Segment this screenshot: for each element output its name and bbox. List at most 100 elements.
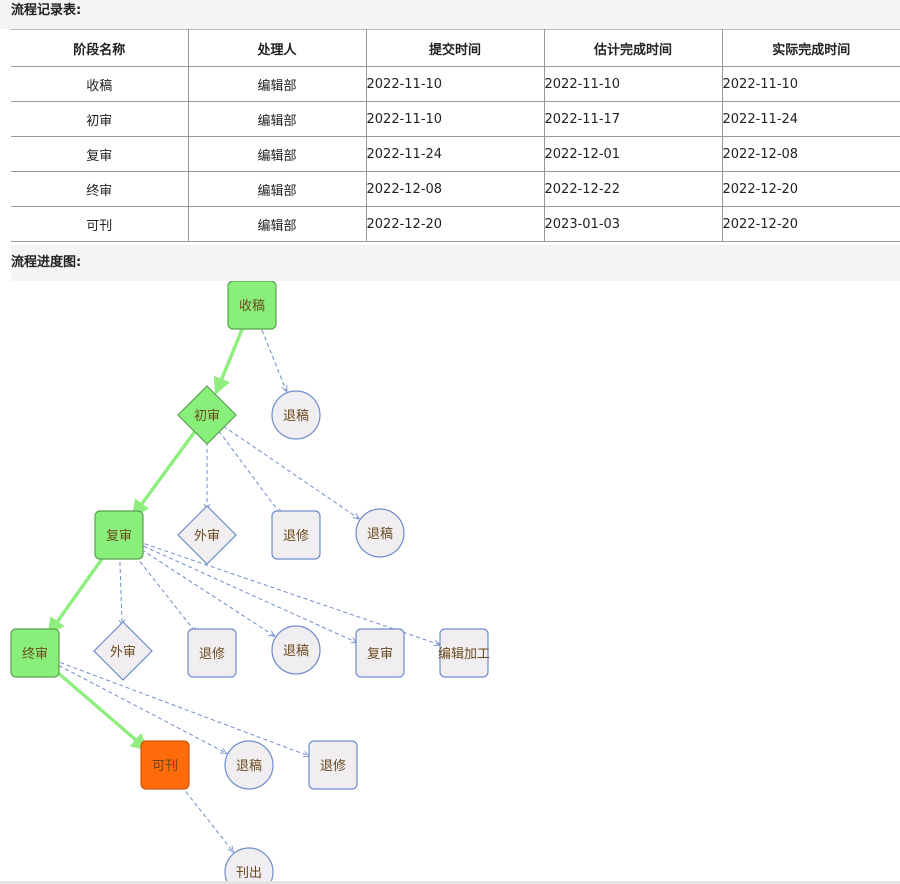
handler-cell: 编辑部 (187, 66, 367, 102)
node-shape (177, 505, 237, 565)
table-row: 终审 编辑部 2022-12-08 2022-12-22 2022-12-20 (11, 171, 900, 207)
optional-flow-edge (137, 542, 357, 644)
flow-node-rounded-rect[interactable]: 终审 (10, 628, 60, 678)
node-label: 外审 (194, 529, 220, 544)
column-header-estimated: 估计完成时间 (543, 29, 723, 67)
estimated-cell: 2022-11-17 (543, 101, 723, 137)
flow-node-rounded-rect[interactable]: 收稿 (227, 281, 277, 330)
table-header-row: 阶段名称 处理人 提交时间 估计完成时间 实际完成时间 (11, 29, 900, 67)
node-label: 可刊 (152, 759, 178, 774)
flow-node-rounded-rect[interactable]: 复审 (94, 510, 144, 560)
node-label: 刊出 (236, 866, 262, 881)
handler-cell: 编辑部 (187, 206, 367, 242)
flow-node-circle[interactable]: 退稿 (271, 625, 321, 675)
node-label: 初审 (194, 409, 220, 424)
active-flow-edge (213, 322, 247, 396)
flow-node-diamond[interactable]: 外审 (93, 621, 153, 681)
flow-node-circle[interactable]: 退稿 (355, 508, 405, 558)
handler-cell: 编辑部 (187, 136, 367, 172)
node-label: 退稿 (283, 408, 309, 424)
submitted-cell: 2022-11-10 (365, 101, 545, 137)
column-header-actual: 实际完成时间 (721, 29, 900, 67)
submitted-cell: 2022-11-24 (365, 136, 545, 172)
optional-flow-edge (52, 661, 227, 753)
stage-cell: 复审 (11, 136, 189, 172)
column-header-stage: 阶段名称 (11, 29, 189, 67)
process-flow-diagram: 收稿退稿初审复审外审退修退稿终审外审退修退稿复审编辑加工可刊退稿退修刊出 (10, 281, 490, 884)
node-shape (439, 628, 489, 678)
stage-cell: 初审 (11, 101, 189, 137)
nodes-layer: 收稿退稿初审复审外审退修退稿终审外审退修退稿复审编辑加工可刊退稿退修刊出 (10, 281, 490, 884)
optional-flow-edge (223, 425, 360, 519)
node-shape (224, 740, 274, 790)
stage-cell: 收稿 (11, 66, 189, 102)
node-label: 终审 (22, 646, 48, 662)
estimated-cell: 2022-12-22 (543, 171, 723, 207)
node-shape (93, 621, 153, 681)
node-label: 退稿 (236, 758, 262, 774)
estimated-cell: 2023-01-03 (543, 206, 723, 242)
node-shape (271, 625, 321, 675)
progress-section-title: 流程进度图: (11, 245, 900, 281)
node-label: 退修 (320, 759, 346, 774)
flow-node-circle[interactable]: 退稿 (271, 390, 321, 440)
flow-node-rounded-rect[interactable]: 退修 (271, 510, 321, 560)
flow-node-diamond[interactable]: 初审 (177, 385, 237, 445)
optional-flow-edge (258, 323, 286, 392)
flow-node-rounded-rect[interactable]: 退修 (308, 740, 358, 790)
stage-cell: 终审 (11, 171, 189, 207)
flow-node-circle[interactable]: 刊出 (224, 847, 274, 884)
stage-cell: 可刊 (11, 206, 189, 242)
handler-cell: 编辑部 (187, 171, 367, 207)
actual-cell: 2022-12-08 (721, 136, 900, 172)
node-label: 退修 (283, 529, 309, 544)
flow-node-circle[interactable]: 退稿 (224, 740, 274, 790)
active-flow-edge (131, 430, 197, 518)
actual-cell: 2022-12-20 (721, 206, 900, 242)
optional-flow-edge (130, 550, 196, 634)
node-label: 复审 (367, 647, 393, 662)
table-row: 初审 编辑部 2022-11-10 2022-11-17 2022-11-24 (11, 101, 900, 137)
bottom-divider (0, 881, 900, 884)
node-label: 退修 (199, 647, 225, 662)
flow-node-rounded-rect[interactable]: 可刊 (140, 740, 190, 790)
node-shape (224, 847, 274, 884)
active-flow-edge (47, 550, 109, 636)
node-shape (187, 628, 237, 678)
node-label: 退稿 (283, 643, 309, 659)
estimated-cell: 2022-12-01 (543, 136, 723, 172)
actual-cell: 2022-12-20 (721, 171, 900, 207)
flow-node-rounded-rect[interactable]: 退修 (187, 628, 237, 678)
active-flow-edge (49, 664, 149, 751)
flow-node-rounded-rect[interactable]: 复审 (355, 628, 405, 678)
node-label: 复审 (106, 529, 132, 544)
flow-node-rounded-rect[interactable]: 编辑加工 (438, 628, 490, 678)
actual-cell: 2022-11-10 (721, 66, 900, 102)
optional-flow-edge (218, 430, 281, 515)
process-records-table: 阶段名称 处理人 提交时间 估计完成时间 实际完成时间 收稿 编辑部 2022-… (11, 29, 900, 242)
node-shape (271, 390, 321, 440)
optional-flow-edge (176, 780, 233, 853)
table-row: 收稿 编辑部 2022-11-10 2022-11-10 2022-11-10 (11, 66, 900, 102)
node-shape (177, 385, 237, 445)
node-shape (271, 510, 321, 560)
node-label: 外审 (110, 645, 136, 660)
submitted-cell: 2022-12-20 (365, 206, 545, 242)
node-shape (355, 628, 405, 678)
node-shape (94, 510, 144, 560)
node-label: 退稿 (367, 526, 393, 542)
records-section-title: 流程记录表: (0, 0, 900, 29)
optional-flow-edge (53, 659, 310, 756)
table-row: 可刊 编辑部 2022-12-20 2023-01-03 2022-12-20 (11, 206, 900, 242)
node-label: 收稿 (239, 298, 265, 314)
estimated-cell: 2022-11-10 (543, 66, 723, 102)
column-header-handler: 处理人 (187, 29, 367, 67)
handler-cell: 编辑部 (187, 101, 367, 137)
flow-node-diamond[interactable]: 外审 (177, 505, 237, 565)
optional-flow-edge (120, 554, 122, 626)
actual-cell: 2022-11-24 (721, 101, 900, 137)
node-shape (308, 740, 358, 790)
optional-flow-edge (137, 540, 440, 644)
node-shape (227, 281, 277, 330)
submitted-cell: 2022-12-08 (365, 171, 545, 207)
